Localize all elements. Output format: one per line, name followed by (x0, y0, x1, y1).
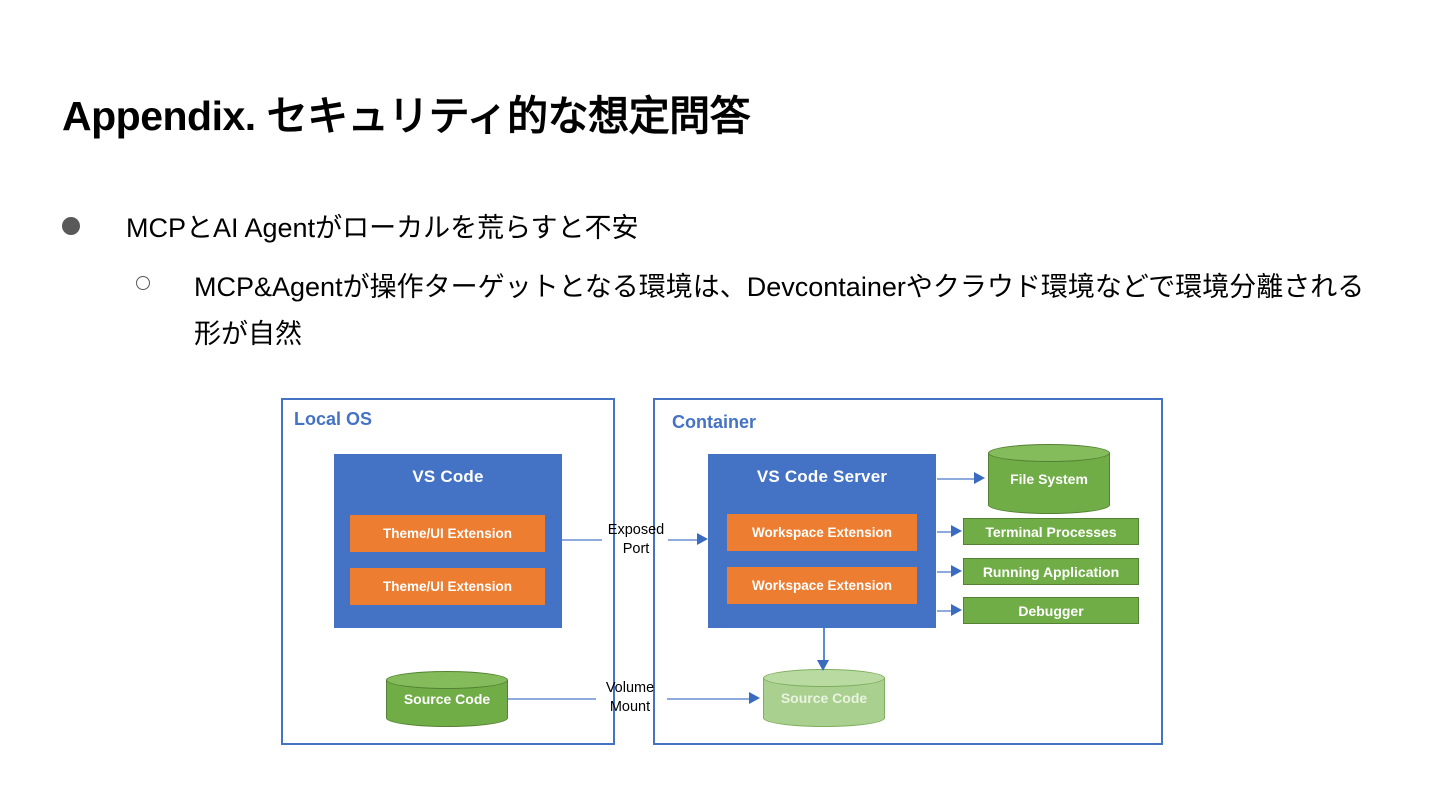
exposed-port-label: Exposed Port (607, 522, 665, 557)
exposed-port-arrowhead (697, 533, 708, 545)
zone-local-os-label: Local OS (294, 409, 373, 429)
container-source-code-cylinder: Source Code (763, 669, 885, 727)
cylinder-top (988, 444, 1110, 462)
exposed-port-line-left (562, 539, 602, 541)
server-to-source-line (823, 628, 825, 664)
volume-mount-line-left (508, 698, 596, 700)
container-source-code-label: Source Code (780, 690, 868, 706)
vs-code-server-title: VS Code Server (756, 467, 888, 486)
local-source-code-label: Source Code (403, 691, 491, 707)
file-system-label: File System (1010, 471, 1088, 487)
volume-mount-line-right (667, 698, 752, 700)
workspace-extension-2: Workspace Extension (727, 567, 917, 604)
debugger-line (937, 610, 955, 612)
vs-code-title: VS Code (412, 467, 484, 486)
file-system-arrowhead (974, 472, 985, 484)
zone-container (653, 398, 1163, 745)
volume-mount-arrowhead (749, 692, 760, 704)
zone-container-label: Container (672, 412, 757, 432)
file-system-line (937, 478, 977, 480)
theme-ui-extension-2: Theme/UI Extension (350, 568, 545, 605)
terminal-processes-arrowhead (951, 525, 962, 537)
bullet-level1-text: MCPとAI Agentがローカルを荒らすと不安 (126, 213, 639, 243)
terminal-processes-line (937, 531, 955, 533)
running-application-line (937, 571, 955, 573)
workspace-extension-1: Workspace Extension (727, 514, 917, 551)
running-application-arrowhead (951, 565, 962, 577)
volume-mount-label: Volume Mount (605, 680, 655, 715)
cylinder-top (763, 669, 885, 687)
exposed-port-line-right (668, 539, 700, 541)
server-to-source-arrowhead (817, 660, 829, 671)
running-application-box: Running Application (963, 558, 1139, 585)
theme-ui-extension-1: Theme/UI Extension (350, 515, 545, 552)
file-system-cylinder: File System (988, 444, 1110, 514)
bullet-filled-icon (62, 217, 80, 235)
bullet-level1: MCPとAI Agentがローカルを荒らすと不安 (62, 208, 1382, 248)
debugger-arrowhead (951, 604, 962, 616)
page-title: Appendix. セキュリティ的な想定問答 (62, 93, 751, 139)
zone-local-os (281, 398, 615, 745)
bullet-hollow-icon (136, 276, 150, 290)
terminal-processes-box: Terminal Processes (963, 518, 1139, 545)
bullet-level2-text: MCP&Agentが操作ターゲットとなる環境は、Devcontainerやクラウ… (194, 272, 1365, 349)
bullet-level2: MCP&Agentが操作ターゲットとなる環境は、Devcontainerやクラウ… (136, 264, 1386, 358)
local-source-code-cylinder: Source Code (386, 671, 508, 727)
cylinder-top (386, 671, 508, 689)
debugger-box: Debugger (963, 597, 1139, 624)
